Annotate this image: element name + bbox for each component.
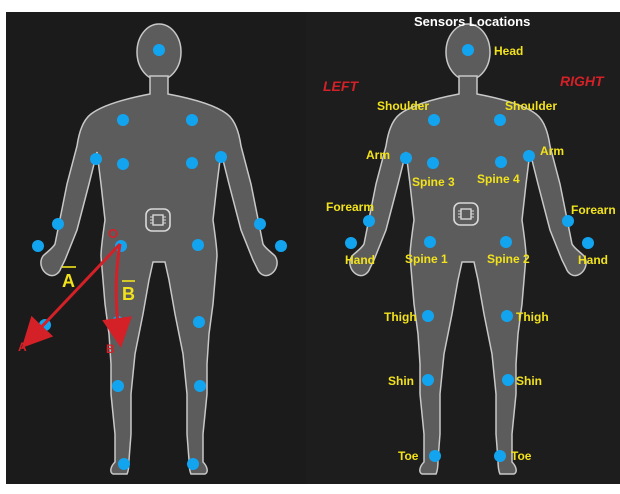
sensor-toe-left (429, 450, 441, 462)
right-body (350, 24, 586, 474)
vector-b-end-label: B (106, 342, 115, 356)
left-sensor-arm-l (90, 153, 102, 165)
left-sensor-toe-r (187, 458, 199, 470)
label-spine4: Spine 4 (477, 172, 520, 186)
label-head: Head (494, 44, 523, 58)
sensor-arm-left (400, 152, 412, 164)
sensor-hand-left (345, 237, 357, 249)
left-sensor-shin-l (112, 380, 124, 392)
left-sensor-shoulder-l (117, 114, 129, 126)
left-sensor-forearm-r (254, 218, 266, 230)
sensor-shoulder-left (428, 114, 440, 126)
left-sensor-shoulder-r (186, 114, 198, 126)
right-side-label: RIGHT (560, 73, 605, 89)
label-forearm-right: Forearn (571, 203, 616, 217)
label-thigh-right: Thigh (516, 310, 549, 324)
sensor-toe-right (494, 450, 506, 462)
sensor-spine3 (427, 157, 439, 169)
left-sensor-spine4 (186, 157, 198, 169)
sensor-thigh-left (422, 310, 434, 322)
sensor-hand-right (582, 237, 594, 249)
label-shin-left: Shin (388, 374, 414, 388)
vector-b-name: B (122, 284, 135, 304)
left-sensor-thigh-r (193, 316, 205, 328)
sensor-spine1 (424, 236, 436, 248)
sensor-arm-right (523, 150, 535, 162)
left-sensor-hand-l (32, 240, 44, 252)
sensor-forearm-left (363, 215, 375, 227)
label-forearm-left: Forearm (326, 200, 374, 214)
label-arm-left: Arm (366, 148, 390, 162)
left-body (41, 24, 277, 474)
label-hand-left: Hand (345, 253, 375, 267)
sensor-shin-left (422, 374, 434, 386)
left-sensor-forearm-l (52, 218, 64, 230)
left-sensor-toe-l (118, 458, 130, 470)
sensor-spine2 (500, 236, 512, 248)
left-sensor-head (153, 44, 165, 56)
sensor-head (462, 44, 474, 56)
sensor-thigh-right (501, 310, 513, 322)
left-sensor-arm-r (215, 151, 227, 163)
label-spine2: Spine 2 (487, 252, 530, 266)
label-toe-left: Toe (398, 449, 419, 463)
vector-a-name: A (62, 271, 75, 291)
label-arm-right: Arm (540, 144, 564, 158)
left-side-label: LEFT (323, 78, 359, 94)
label-spine3: Spine 3 (412, 175, 455, 189)
sensor-shin-right (502, 374, 514, 386)
label-hand-right: Hand (578, 253, 608, 267)
left-sensor-spine2 (192, 239, 204, 251)
label-spine1: Spine 1 (405, 252, 448, 266)
label-shoulder-left: Shoulder (377, 99, 429, 113)
vector-origin-label: O (108, 226, 118, 241)
vector-a-end-label: A (18, 340, 27, 354)
diagram-title: Sensors Locations (414, 14, 530, 29)
sensor-shoulder-right (494, 114, 506, 126)
sensor-spine4 (495, 156, 507, 168)
left-sensor-spine3 (117, 158, 129, 170)
label-shoulder-right: Shoulder (505, 99, 557, 113)
label-thigh-left: Thigh (384, 310, 417, 324)
label-shin-right: Shin (516, 374, 542, 388)
label-toe-right: Toe (511, 449, 532, 463)
left-sensor-shin-r (194, 380, 206, 392)
left-sensor-hand-r (275, 240, 287, 252)
